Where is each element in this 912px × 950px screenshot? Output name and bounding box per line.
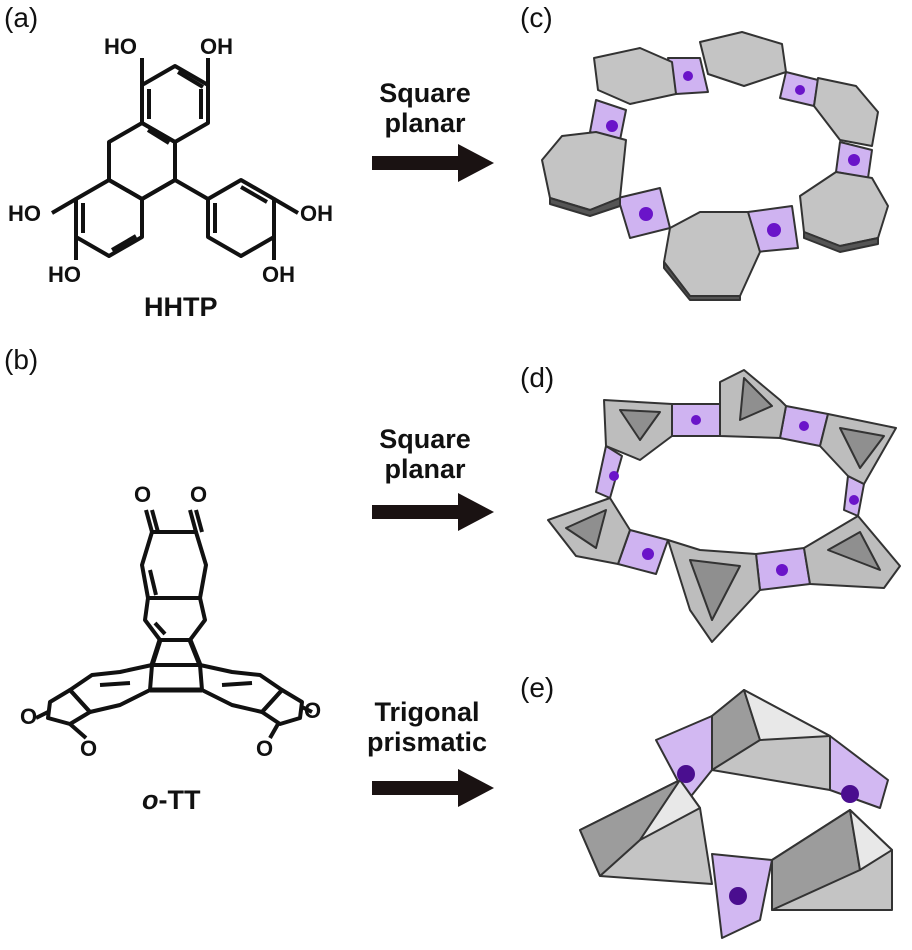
arrow-caption-2: Square planar [360, 424, 490, 484]
o-label-3: O [20, 704, 37, 729]
o-label-4: O [80, 736, 97, 761]
framework-d [547, 369, 901, 643]
ott-label-prefix: o [142, 785, 159, 815]
ott-label: o-TT [142, 785, 200, 816]
arrow-caption-2-line2: planar [384, 454, 466, 484]
arrow-caption-1-line1: Square [379, 78, 471, 108]
arrow-1 [372, 144, 494, 182]
arrow-caption-2-line1: Square [379, 424, 471, 454]
framework-e [579, 689, 893, 939]
oh-label-1: HO [104, 34, 137, 59]
metal-nodes-c [589, 57, 873, 253]
arrow-caption-3: Trigonal prismatic [352, 697, 502, 757]
panel-label-c: (c) [520, 2, 553, 33]
metal-atoms-c [606, 71, 860, 237]
framework-c [541, 31, 889, 301]
arrow-caption-3-line1: Trigonal [374, 697, 480, 727]
arrow-caption-1-line2: planar [384, 108, 466, 138]
arrow-caption-1: Square planar [360, 78, 490, 138]
panel-label-a: (a) [4, 2, 39, 33]
panel-label-d: (d) [520, 362, 555, 393]
hhtp-hydroxyl-labels: HO OH HO HO OH OH [8, 34, 333, 287]
hhtp-label: HHTP [144, 292, 218, 322]
linker-faces-e [579, 689, 861, 911]
hhtp-structure [50, 58, 300, 260]
o-label-5: O [304, 698, 321, 723]
ott-label-suffix: -TT [158, 785, 201, 815]
oh-label-5: OH [300, 201, 333, 226]
ott-structure [35, 509, 313, 740]
o-label-1: O [134, 482, 151, 507]
arrow-caption-3-line2: prismatic [366, 727, 488, 757]
metal-atoms-e [677, 765, 859, 905]
oh-label-3: HO [8, 201, 41, 226]
metal-atoms-d [609, 415, 859, 576]
oh-label-2: OH [200, 34, 233, 59]
panel-label-e: (e) [520, 672, 555, 703]
arrow-3 [372, 769, 494, 807]
oh-label-6: OH [262, 262, 295, 287]
linkers-c [541, 31, 889, 297]
o-label-6: O [256, 736, 273, 761]
o-label-2: O [190, 482, 207, 507]
linker-tops-e [639, 689, 893, 871]
linker-faces-d [565, 377, 885, 621]
arrow-2 [372, 493, 494, 531]
panel-label-b: (b) [4, 344, 39, 375]
oh-label-4: HO [48, 262, 81, 287]
linker-edges-c [549, 197, 879, 301]
ott-oxygen-labels: O O O O O O [20, 482, 321, 761]
